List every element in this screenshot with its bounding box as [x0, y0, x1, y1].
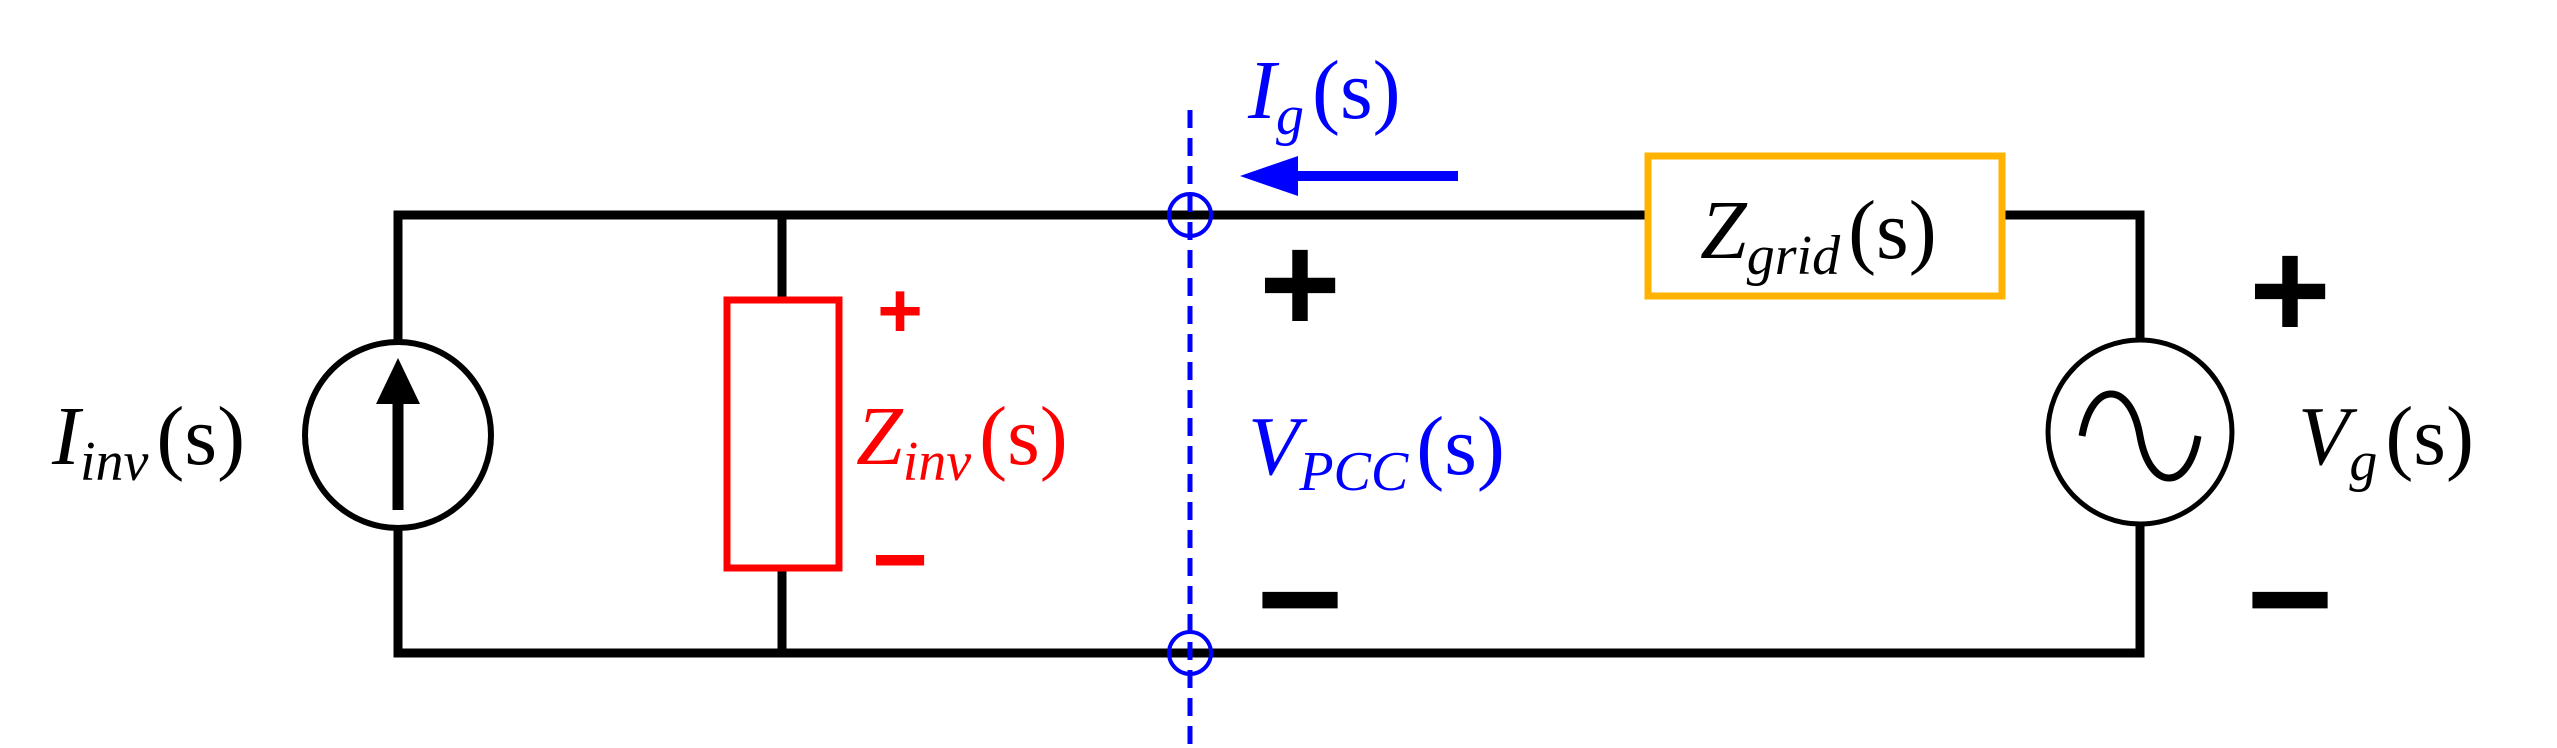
v-pcc-plus-sign: + — [1259, 205, 1341, 362]
z-inv-minus-sign: − — [872, 506, 928, 613]
inverter-impedance-label: Zinv(s) — [856, 390, 1068, 493]
v-pcc-minus-sign: − — [1256, 514, 1344, 682]
voltage-source — [2045, 337, 2235, 527]
inverter-current-label: Iinv(s) — [51, 390, 245, 493]
pcc-node-bottom — [1167, 630, 1213, 676]
current-source-arrowhead-icon — [376, 358, 420, 404]
bottom-wire — [393, 520, 2145, 658]
inverter-impedance-box — [723, 296, 843, 572]
grid-current-arrow-icon — [1240, 156, 1458, 196]
grid-voltage-label: Vg(s) — [2298, 390, 2474, 493]
pcc-voltage-label: VPCC(s) — [1248, 400, 1505, 503]
v-g-plus-sign: + — [2249, 211, 2331, 368]
wires — [393, 210, 2145, 658]
pcc-node-top — [1167, 192, 1213, 238]
v-g-minus-sign: − — [2246, 514, 2334, 682]
z-inv-plus-sign: + — [877, 266, 923, 354]
current-source — [302, 339, 494, 531]
top-right-wire — [1997, 210, 2145, 345]
grid-impedance-label: Zgrid(s) — [1700, 184, 1937, 287]
pcc-boundary — [1167, 110, 1213, 745]
grid-impedance-box — [1644, 152, 2006, 300]
sine-wave-icon — [2078, 390, 2202, 482]
grid-current-label: Ig(s) — [1247, 44, 1401, 147]
